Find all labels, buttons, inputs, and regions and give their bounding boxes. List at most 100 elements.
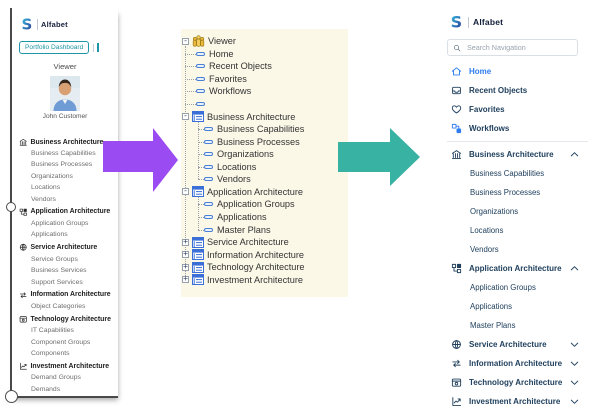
legacy-nav-item[interactable]: Support Services xyxy=(31,278,83,286)
nav-item-applications[interactable]: Applications xyxy=(443,297,600,316)
alfabet-s-logo-icon: S xyxy=(22,17,33,32)
tree-expand-box[interactable]: + xyxy=(182,236,189,246)
chevron-up-icon[interactable] xyxy=(569,263,580,274)
brand-name: Alfabet xyxy=(41,20,68,29)
tree-expand-box[interactable]: + xyxy=(182,249,189,259)
heart-icon xyxy=(451,104,462,115)
tree-node-label[interactable]: Recent Objects xyxy=(209,61,272,72)
tree-node-label[interactable]: Viewer xyxy=(208,36,236,47)
nav-item-master-plans[interactable]: Master Plans xyxy=(443,316,600,335)
tree-collapse-box[interactable]: - xyxy=(182,35,189,45)
tree-node-label[interactable]: Applications xyxy=(217,211,267,222)
legacy-section-business-architecture[interactable]: Business Architecture xyxy=(19,136,118,148)
tree-node-label[interactable]: Technology Architecture xyxy=(207,262,305,273)
tech-box-icon xyxy=(19,315,28,324)
legacy-nav-item[interactable]: Component Groups xyxy=(31,338,91,346)
nav-item-information-architecture[interactable]: Information Architecture xyxy=(443,354,600,373)
tree-node-label[interactable]: Vendors xyxy=(217,174,251,185)
tree-row: + Investment Architecture xyxy=(181,273,348,286)
tree-node-label[interactable]: Business Architecture xyxy=(207,111,296,122)
tree-node-label[interactable]: Organizations xyxy=(217,149,274,160)
legacy-tab-bar: Portfolio Dashboard xyxy=(19,41,118,54)
tree-collapse-box[interactable]: - xyxy=(182,186,189,196)
tree-node-label[interactable]: Business Processes xyxy=(217,136,300,147)
teal-transition-arrow xyxy=(338,128,420,186)
tree-row: Recent Objects xyxy=(181,60,348,73)
chevron-down-icon[interactable] xyxy=(569,396,580,407)
legacy-nav-item[interactable]: Business Services xyxy=(31,267,87,275)
legacy-nav-item[interactable]: Application Groups xyxy=(31,219,89,227)
legacy-nav-item[interactable]: Vendors xyxy=(31,195,56,203)
nav-item-vendors[interactable]: Vendors xyxy=(443,240,600,259)
legacy-section-information-architecture[interactable]: Information Architecture xyxy=(19,289,118,301)
nav-item-investment-architecture[interactable]: Investment Architecture xyxy=(443,392,600,411)
chevron-down-icon[interactable] xyxy=(569,358,580,369)
legacy-nav-item[interactable]: Components xyxy=(31,350,70,358)
nav-item-application-architecture[interactable]: Application Architecture xyxy=(443,259,600,278)
tree-row: Workflows xyxy=(181,85,348,98)
home-icon xyxy=(451,66,462,77)
legacy-nav-item[interactable]: Locations xyxy=(31,184,61,192)
nav-item-recent-objects[interactable]: Recent Objects xyxy=(443,81,600,100)
tree-row: Favorites xyxy=(181,73,348,86)
legacy-nav-item[interactable]: Service Groups xyxy=(31,255,78,263)
legacy-section-investment-architecture[interactable]: Investment Architecture xyxy=(19,360,118,372)
nav-item-workflows[interactable]: Workflows xyxy=(443,119,600,138)
search-icon xyxy=(453,44,461,52)
nav-item-home[interactable]: Home xyxy=(443,62,600,81)
legacy-section-technology-architecture[interactable]: Technology Architecture xyxy=(19,313,118,325)
tree-expand-box[interactable]: + xyxy=(182,274,189,284)
legacy-nav-item[interactable]: Organizations xyxy=(31,172,73,180)
nav-item-business-capabilities[interactable]: Business Capabilities xyxy=(443,164,600,183)
tree-row: Organizations xyxy=(181,148,348,161)
nav-item-favorites[interactable]: Favorites xyxy=(443,100,600,119)
tree-node-label[interactable]: Locations xyxy=(217,161,257,172)
legacy-nav-item[interactable]: Applications xyxy=(31,231,68,239)
tree-node-label[interactable]: Workflows xyxy=(209,86,252,97)
nav-item-business-architecture[interactable]: Business Architecture xyxy=(443,145,600,164)
chevron-down-icon[interactable] xyxy=(569,377,580,388)
portfolio-dashboard-tab[interactable]: Portfolio Dashboard xyxy=(19,41,90,54)
svg-text:S: S xyxy=(451,14,463,30)
chevron-up-icon[interactable] xyxy=(569,149,580,160)
tree-node-label[interactable]: Home xyxy=(209,48,234,59)
search-input[interactable] xyxy=(465,42,572,53)
tree-connector-line xyxy=(198,154,204,156)
tree-node-label[interactable]: Investment Architecture xyxy=(207,274,304,285)
tree-connector-line xyxy=(185,91,196,93)
window-icon xyxy=(192,249,204,261)
oval-node-icon xyxy=(196,76,205,81)
legacy-nav-item[interactable]: Business Processes xyxy=(31,161,93,169)
tree-node-label[interactable]: Business Capabilities xyxy=(217,124,305,135)
nav-item-locations[interactable]: Locations xyxy=(443,221,600,240)
chevron-down-icon[interactable] xyxy=(569,339,580,350)
legacy-section-application-architecture[interactable]: Application Architecture xyxy=(19,206,118,218)
tree-collapse-box[interactable]: - xyxy=(182,111,189,121)
nav-item-application-groups[interactable]: Application Groups xyxy=(443,278,600,297)
legacy-nav-item[interactable]: Object Categories xyxy=(31,302,86,310)
nav-item-service-architecture[interactable]: Service Architecture xyxy=(443,335,600,354)
tree-node-label[interactable]: Application Groups xyxy=(217,199,295,210)
tree-node-label[interactable]: Master Plans xyxy=(217,224,271,235)
nav-item-organizations[interactable]: Organizations xyxy=(443,202,600,221)
tree-node-label[interactable]: Information Architecture xyxy=(207,249,305,260)
legacy-nav-item[interactable]: Demands xyxy=(31,385,61,393)
tree-node-label[interactable]: Service Architecture xyxy=(207,237,289,248)
tree-expand-box[interactable]: + xyxy=(182,261,189,271)
tree-row: + Technology Architecture xyxy=(181,261,348,274)
legacy-nav-item[interactable]: IT Capabilities xyxy=(31,327,74,335)
tree-node-label[interactable]: Favorites xyxy=(209,73,247,84)
tree-row: Master Plans xyxy=(181,223,348,236)
legacy-section-label: Information Architecture xyxy=(30,291,111,299)
legacy-nav-item[interactable]: Demand Groups xyxy=(31,374,81,382)
tree-row: Home xyxy=(181,48,348,61)
tree-connector-line xyxy=(198,216,204,218)
oval-node-icon xyxy=(204,214,213,219)
tree-connector-line xyxy=(198,179,204,181)
nav-item-technology-architecture[interactable]: Technology Architecture xyxy=(443,373,600,392)
legacy-section-service-architecture[interactable]: Service Architecture xyxy=(19,242,118,254)
tree-node-label[interactable]: Application Architecture xyxy=(207,186,304,197)
legacy-nav-item[interactable]: Business Capabilities xyxy=(31,150,96,157)
nav-item-business-processes[interactable]: Business Processes xyxy=(443,183,600,202)
